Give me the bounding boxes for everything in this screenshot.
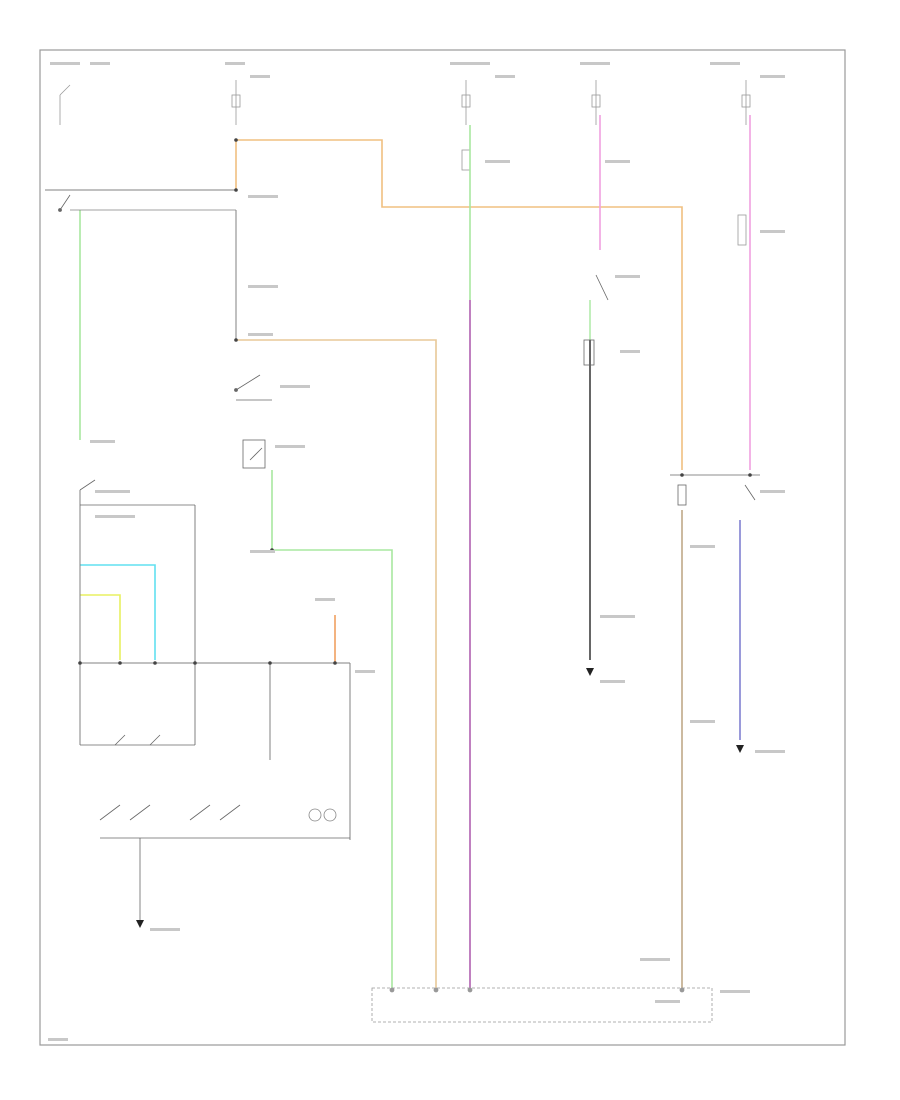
wire-tan xyxy=(236,339,437,990)
junction-dots xyxy=(78,138,752,665)
top-fuse-2 xyxy=(231,80,241,125)
ground-left xyxy=(136,920,144,928)
top-fuse-4 xyxy=(591,80,601,125)
clutch-switch xyxy=(242,439,266,469)
top-fuse-3 xyxy=(461,80,471,171)
connector-bottom xyxy=(371,987,713,1023)
brake-switch xyxy=(234,374,272,401)
right-relay-switch xyxy=(670,474,760,506)
ground-mid-right xyxy=(586,668,594,676)
amplifier-switches xyxy=(80,734,350,920)
mid-right-switch xyxy=(583,274,609,366)
speed-control-switch xyxy=(79,479,195,506)
wire-cyan xyxy=(80,564,156,660)
diagram-frame xyxy=(39,49,846,1046)
relay-left xyxy=(58,194,71,212)
lamp-symbol xyxy=(308,808,337,822)
wire-orange xyxy=(236,139,683,470)
top-fuse-5 xyxy=(737,80,751,246)
top-left-fuse xyxy=(59,84,71,125)
label-marks xyxy=(48,62,785,1041)
wire-yellow xyxy=(80,594,121,660)
ground-right xyxy=(736,745,744,753)
wire-green-mid xyxy=(271,470,393,990)
